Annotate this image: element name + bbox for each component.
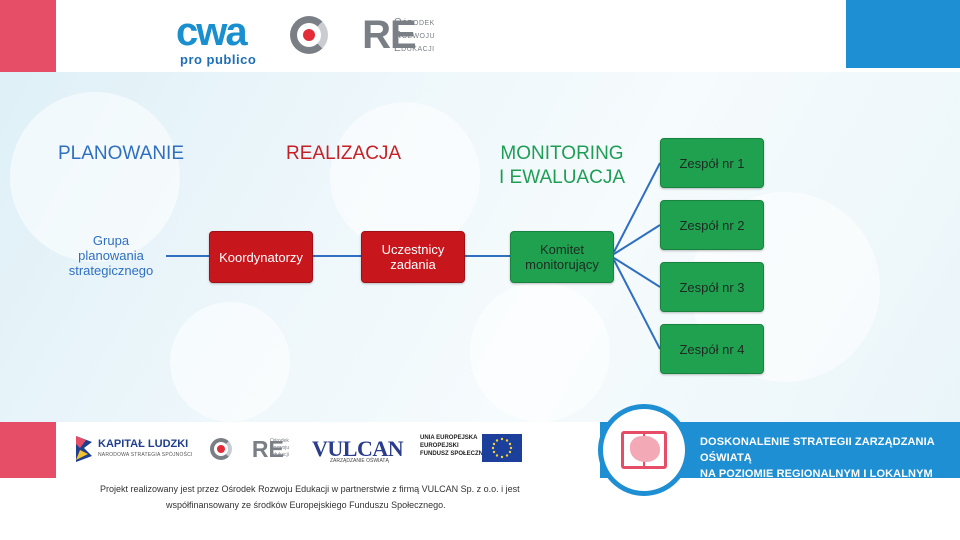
ore-desc-line-1: Ośrodek xyxy=(394,17,435,28)
eu-flag-icon xyxy=(482,434,522,462)
footer-line-2: współfinansowany ze środków Europejskieg… xyxy=(166,500,446,510)
top-left-accent-stripe xyxy=(0,0,56,72)
strategy-title: DOSKONALENIE STRATEGII ZARZĄDZANIA OŚWIA… xyxy=(700,434,955,498)
box-komitet-monitorujacy: Komitet monitorujący xyxy=(510,231,614,283)
strategy-logo-circle xyxy=(598,404,690,496)
box-grupa-planowania: Grupa planowania strategicznego xyxy=(56,228,166,282)
eu-label-line-3: FUNDUSZ SPOŁECZNY xyxy=(420,451,488,457)
eu-label-line-1: UNIA EUROPEJSKA xyxy=(420,435,478,441)
ore-desc-line-2: Rozwoju xyxy=(394,30,436,41)
ore-mini-description: Ośrodek Rozwoju Edukacji xyxy=(270,438,289,459)
kapital-ludzki-subtitle: NARODOWA STRATEGIA SPÓJNOŚCI xyxy=(98,452,193,458)
ore-logo-description: Ośrodek Rozwoju Edukacji xyxy=(394,16,435,55)
footer-left-stripe xyxy=(0,422,56,478)
footer-line-1: Projekt realizowany jest przez Ośrodek R… xyxy=(100,484,520,494)
zespol-2-label: Zespół nr 2 xyxy=(679,217,745,233)
box-zespol-3: Zespół nr 3 xyxy=(660,262,764,312)
kapital-ludzki-flag-icon xyxy=(76,436,92,462)
box-koordynatorzy: Koordynatorzy xyxy=(209,231,313,283)
vulcan-subtitle: ZARZĄDZANIE OŚWIATĄ xyxy=(330,458,389,464)
komitet-line-1: Komitet xyxy=(539,242,585,257)
ore-logo: ORE Ośrodek Rozwoju Edukacji xyxy=(290,14,440,58)
cwa-logo-word: cwa xyxy=(176,10,248,54)
zespol-1-label: Zespół nr 1 xyxy=(679,155,745,171)
strategy-title-line-1: DOSKONALENIE STRATEGII ZARZĄDZANIA OŚWIA… xyxy=(700,436,935,464)
heading-planowanie: PLANOWANIE xyxy=(58,143,184,164)
uczestnicy-line-2: zadania xyxy=(390,257,436,272)
kapital-ludzki-title: KAPITAŁ LUDZKI xyxy=(98,438,189,450)
top-right-accent-stripe xyxy=(846,0,960,68)
grupa-line-2: planowania xyxy=(78,247,144,263)
ore-logo-word: ORE xyxy=(332,13,417,57)
heading-monitoring-line-1: MONITORING xyxy=(500,143,624,164)
decor-bubble xyxy=(10,92,180,262)
uczestnicy-line-1: Uczestnicy xyxy=(381,242,445,257)
poland-map-icon xyxy=(630,436,660,462)
box-zespol-4: Zespół nr 4 xyxy=(660,324,764,374)
zespol-4-label: Zespół nr 4 xyxy=(679,341,745,357)
komitet-line-2: monitorujący xyxy=(525,257,599,272)
ore-mini-ring-icon xyxy=(210,438,232,460)
decor-bubble xyxy=(330,102,480,252)
box-zespol-1: Zespół nr 1 xyxy=(660,138,764,188)
box-zespol-2: Zespół nr 2 xyxy=(660,200,764,250)
grupa-line-1: Grupa xyxy=(92,232,130,248)
eu-label: UNIA EUROPEJSKA EUROPEJSKI FUNDUSZ SPOŁE… xyxy=(420,434,487,458)
ore-mini-desc-2: Rozwoju xyxy=(270,445,290,451)
decor-bubble xyxy=(470,282,610,422)
ore-mini-desc-1: Ośrodek xyxy=(270,438,289,444)
ore-mini-desc-3: Edukacji xyxy=(270,452,289,458)
strategy-title-line-2: NA POZIOMIE REGIONALNYM I LOKALNYM ETAP … xyxy=(700,468,933,496)
ore-ring-icon xyxy=(290,16,328,54)
ore-mini-logo: ORE Ośrodek Rozwoju Edukacji xyxy=(210,436,300,462)
koordynatorzy-label: Koordynatorzy xyxy=(219,249,303,265)
zespol-3-label: Zespół nr 3 xyxy=(679,279,745,295)
cwa-logo-tagline: pro publico xyxy=(180,52,257,67)
vulcan-logo: VULCAN xyxy=(312,436,404,461)
cwa-logo: cwa pro publico xyxy=(172,10,272,67)
ore-logo-letters: RE xyxy=(362,13,417,57)
box-uczestnicy-zadania: Uczestnicy zadania xyxy=(361,231,465,283)
heading-monitoring-line-2: I EWALUACJA xyxy=(499,167,625,188)
grupa-line-3: strategicznego xyxy=(68,262,154,278)
ore-desc-line-3: Edukacji xyxy=(394,43,435,54)
eu-label-line-2: EUROPEJSKI xyxy=(420,443,459,449)
heading-monitoring: MONITORING I EWALUACJA xyxy=(470,142,654,190)
heading-realizacja: REALIZACJA xyxy=(286,143,402,164)
ore-mini-word: ORE xyxy=(251,436,284,462)
decor-bubble xyxy=(170,302,290,422)
